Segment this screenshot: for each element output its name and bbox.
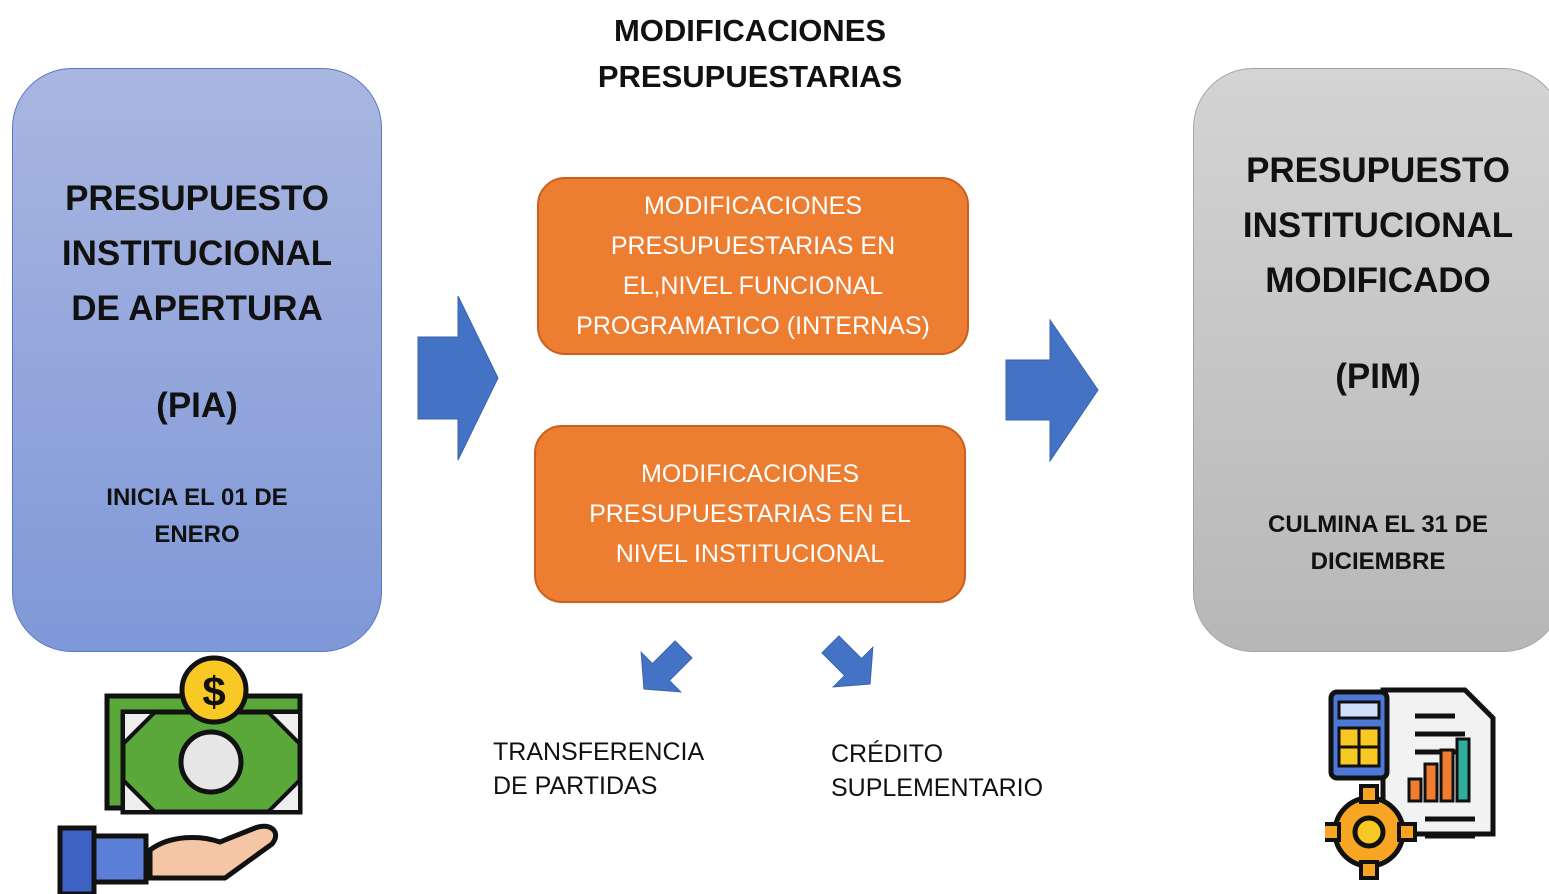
- transfer-line-2: DE PARTIDAS: [493, 772, 658, 800]
- arrow-right-1: [417, 295, 499, 461]
- pim-title-line-1: PRESUPUESTO: [1246, 151, 1510, 190]
- pim-title: PRESUPUESTO INSTITUCIONAL MODIFICADO: [1194, 143, 1549, 308]
- arrow-down-right: [821, 635, 874, 688]
- credit-label: CRÉDITO SUPLEMENTARIO: [831, 737, 1043, 805]
- pia-note: INICIA EL 01 DE ENERO: [13, 479, 381, 553]
- functional-line-2: PRESUPUESTARIAS EN: [610, 232, 896, 260]
- pim-box: PRESUPUESTO INSTITUCIONAL MODIFICADO (PI…: [1193, 68, 1549, 652]
- pia-title-line-3: DE APERTURA: [71, 289, 323, 328]
- pia-note-line-2: ENERO: [154, 521, 240, 548]
- diagram-title: MODIFICACIONES PRESUPUESTARIAS: [540, 8, 960, 100]
- functional-line-3: EL,NIVEL FUNCIONAL: [622, 272, 884, 300]
- title-line-1: MODIFICACIONES: [613, 13, 887, 48]
- pia-code: (PIA): [156, 386, 238, 425]
- functional-line-1: MODIFICACIONES: [643, 192, 863, 220]
- pim-note-line-2: DICIEMBRE: [1310, 548, 1446, 575]
- pim-note-line-1: CULMINA EL 31 DE: [1267, 511, 1489, 538]
- pim-title-line-3: MODIFICADO: [1265, 261, 1491, 300]
- pia-title-line-1: PRESUPUESTO: [65, 179, 329, 218]
- budget-report-icon: [1325, 687, 1496, 880]
- pia-box: PRESUPUESTO INSTITUCIONAL DE APERTURA (P…: [12, 68, 382, 652]
- functional-level-box: MODIFICACIONES PRESUPUESTARIAS EN EL,NIV…: [537, 177, 969, 355]
- institutional-level-box: MODIFICACIONES PRESUPUESTARIAS EN EL NIV…: [534, 425, 966, 603]
- arrow-right-2: [1005, 318, 1099, 463]
- pia-title-line-2: INSTITUCIONAL: [61, 234, 333, 273]
- title-line-2: PRESUPUESTARIAS: [597, 59, 903, 94]
- credit-line-1: CRÉDITO: [831, 740, 944, 768]
- transfer-line-1: TRANSFERENCIA: [493, 738, 705, 766]
- money-hand-icon: $: [57, 655, 303, 894]
- institutional-line-1: MODIFICACIONES: [640, 460, 860, 488]
- credit-line-2: SUPLEMENTARIO: [831, 774, 1044, 802]
- pim-title-line-2: INSTITUCIONAL: [1242, 206, 1514, 245]
- institutional-line-2: PRESUPUESTARIAS EN EL: [589, 500, 911, 528]
- transfer-label: TRANSFERENCIA DE PARTIDAS: [493, 735, 704, 803]
- arrow-down-left: [640, 640, 693, 693]
- functional-line-4: PROGRAMATICO (INTERNAS): [576, 312, 930, 340]
- pim-code: (PIM): [1335, 357, 1421, 396]
- institutional-line-3: NIVEL INSTITUCIONAL: [615, 540, 885, 568]
- svg-text:$: $: [202, 668, 225, 715]
- pia-title: PRESUPUESTO INSTITUCIONAL DE APERTURA: [13, 171, 381, 336]
- pim-note: CULMINA EL 31 DE DICIEMBRE: [1194, 506, 1549, 580]
- pia-note-line-1: INICIA EL 01 DE: [106, 484, 288, 511]
